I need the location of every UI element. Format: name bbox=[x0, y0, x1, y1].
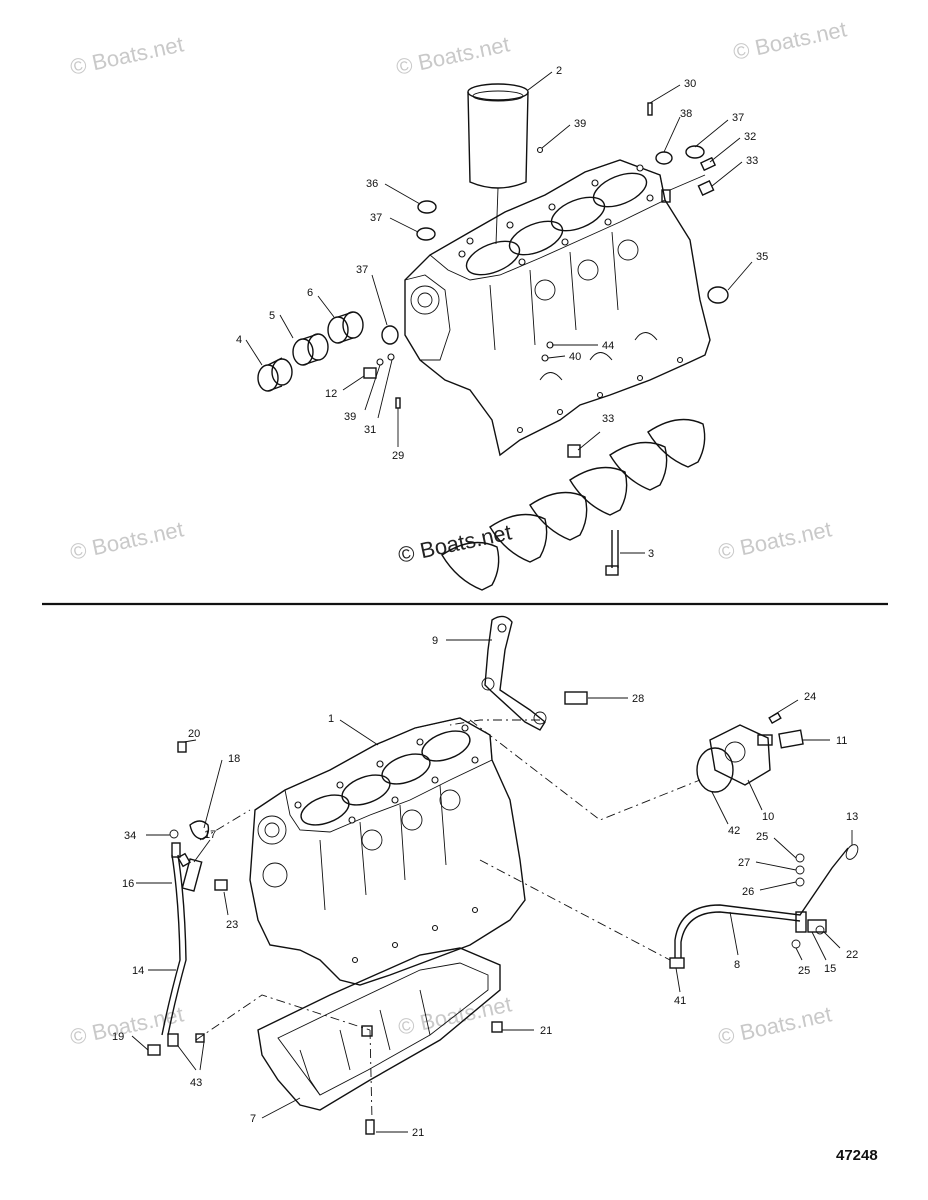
watermark: © Boats.net bbox=[68, 516, 186, 564]
bottom-leaders bbox=[131, 639, 853, 1133]
callout-label: 36 bbox=[366, 178, 378, 190]
watermark: © Boats.net bbox=[731, 16, 849, 64]
callout-label: 42 bbox=[728, 825, 740, 837]
watermark: © Boats.net bbox=[716, 516, 834, 564]
callout-label: 12 bbox=[325, 388, 337, 400]
cylinder-liner bbox=[467, 83, 529, 245]
callout-label: 4 bbox=[236, 334, 242, 346]
callout-label: 21 bbox=[540, 1025, 552, 1037]
watermark: © Boats.net bbox=[716, 1001, 834, 1049]
oil-pan bbox=[257, 947, 503, 1135]
callout-label: 21 bbox=[412, 1127, 424, 1139]
callout-label: 6 bbox=[307, 287, 313, 299]
callout-label: 9 bbox=[432, 635, 438, 647]
callout-label: 17 bbox=[204, 829, 216, 841]
callout-label: 28 bbox=[632, 693, 644, 705]
callout-label: 32 bbox=[744, 131, 756, 143]
callout-label: 3 bbox=[648, 548, 654, 560]
callout-label: 19 bbox=[112, 1031, 124, 1043]
top-callouts: 2 30 38 37 32 33 39 36 37 35 37 6 5 4 44… bbox=[236, 65, 768, 560]
callout-label: 25 bbox=[798, 965, 810, 977]
callout-label: 7 bbox=[250, 1113, 256, 1125]
callout-label: 24 bbox=[804, 691, 816, 703]
watermark: © Boats.net bbox=[68, 31, 186, 79]
figure-number: 47248 bbox=[836, 1147, 878, 1164]
watermark: © Boats.net bbox=[396, 519, 514, 567]
lifting-bracket bbox=[481, 615, 547, 731]
callout-label: 11 bbox=[836, 735, 847, 747]
callout-label: 33 bbox=[602, 413, 614, 425]
callout-label: 30 bbox=[684, 78, 696, 90]
callout-label: 44 bbox=[602, 340, 614, 352]
callout-label: 20 bbox=[188, 728, 200, 740]
callout-label: 37 bbox=[732, 112, 744, 124]
callout-label: 29 bbox=[392, 450, 404, 462]
callout-label: 10 bbox=[762, 811, 774, 823]
callout-label: 37 bbox=[356, 264, 368, 276]
watermark-layer: © Boats.net © Boats.net © Boats.net © Bo… bbox=[68, 16, 849, 1049]
callout-label: 15 bbox=[824, 963, 836, 975]
callout-label: 26 bbox=[742, 886, 754, 898]
cam-bearings bbox=[257, 311, 399, 392]
callout-label: 23 bbox=[226, 919, 238, 931]
callout-label: 38 bbox=[680, 108, 692, 120]
callout-label: 2 bbox=[556, 65, 562, 77]
reference-lines bbox=[195, 719, 701, 1121]
bottom-engine-block bbox=[249, 717, 526, 986]
top-leaders bbox=[245, 71, 753, 554]
callout-label: 5 bbox=[269, 310, 275, 322]
bottom-callouts: 9 28 24 11 1 20 18 10 42 13 34 17 25 27 … bbox=[112, 635, 858, 1139]
callout-label: 14 bbox=[132, 965, 144, 977]
callout-label: 34 bbox=[124, 830, 136, 842]
callout-label: 1 bbox=[328, 713, 334, 725]
callout-label: 22 bbox=[846, 949, 858, 961]
callout-label: 35 bbox=[756, 251, 768, 263]
callout-label: 16 bbox=[122, 878, 134, 890]
callout-label: 37 bbox=[370, 212, 382, 224]
watermark: © Boats.net bbox=[394, 31, 512, 79]
main-bearing-caps bbox=[441, 418, 706, 591]
callout-label: 18 bbox=[228, 753, 240, 765]
callout-label: 41 bbox=[674, 995, 686, 1007]
callout-label: 31 bbox=[364, 424, 376, 436]
oil-filter-adapter bbox=[696, 711, 804, 793]
callout-label: 39 bbox=[574, 118, 586, 130]
callout-label: 27 bbox=[738, 857, 750, 869]
callout-label: 33 bbox=[746, 155, 758, 167]
callout-label: 8 bbox=[734, 959, 740, 971]
callout-label: 13 bbox=[846, 811, 858, 823]
dipstick-assembly bbox=[161, 829, 859, 1047]
top-small-parts bbox=[363, 102, 729, 458]
top-engine-block bbox=[404, 159, 711, 457]
callout-label: 43 bbox=[190, 1077, 202, 1089]
callout-label: 39 bbox=[344, 411, 356, 423]
callout-label: 25 bbox=[756, 831, 768, 843]
callout-label: 40 bbox=[569, 351, 581, 363]
